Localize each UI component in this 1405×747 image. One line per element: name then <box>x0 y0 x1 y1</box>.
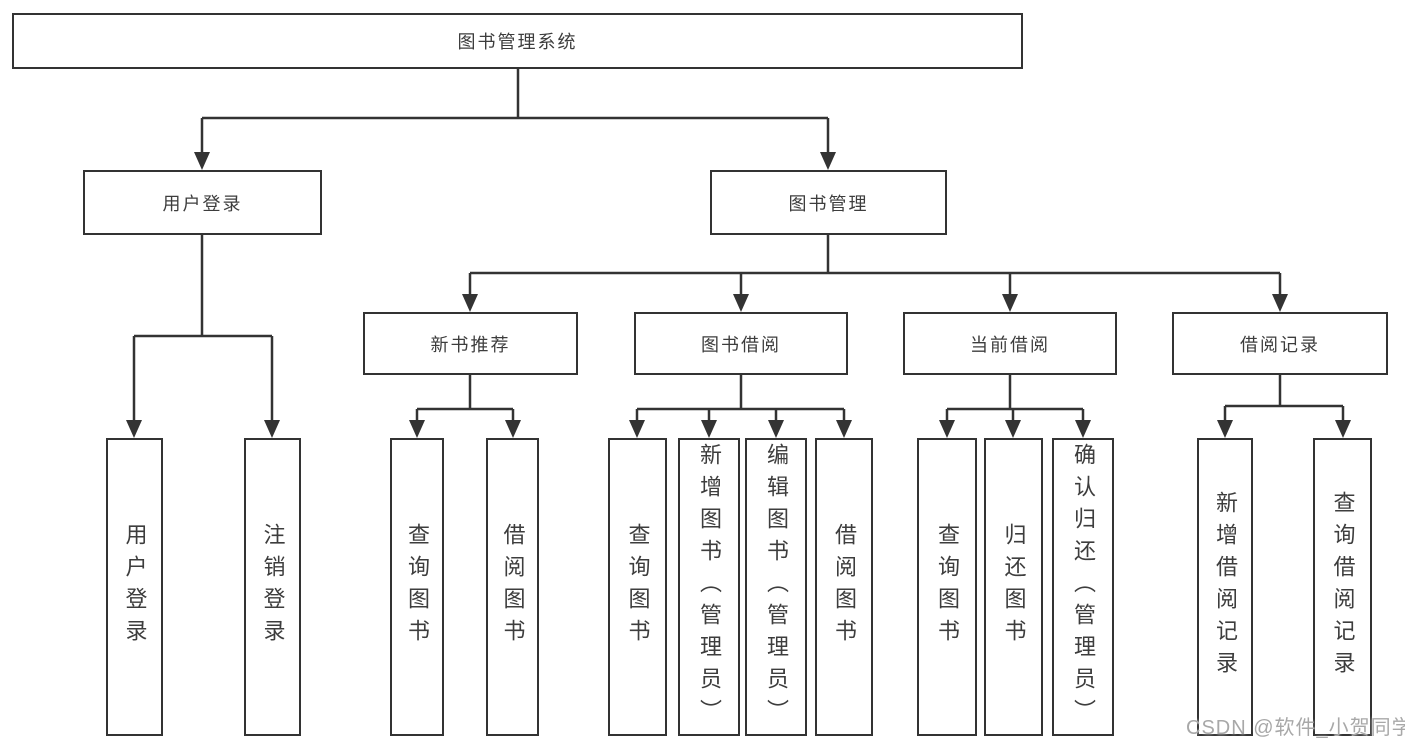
leaf-current-return-books: 归还图书 <box>984 438 1043 736</box>
watermark: CSDN @软件_小贺同学 <box>1186 717 1405 739</box>
node-user-login: 用户登录 <box>83 170 322 235</box>
leaf-borrow-edit-books-admin: 编辑图书（管理员） <box>745 438 807 736</box>
leaf-borrow-borrow-books: 借阅图书 <box>815 438 873 736</box>
node-book-management: 图书管理 <box>710 170 947 235</box>
leaf-user-login: 用户登录 <box>106 438 163 736</box>
node-current-borrow: 当前借阅 <box>903 312 1117 375</box>
node-borrow-records: 借阅记录 <box>1172 312 1388 375</box>
leaf-records-add-record: 新增借阅记录 <box>1197 438 1253 736</box>
leaf-current-query-books: 查询图书 <box>917 438 977 736</box>
leaf-logout: 注销登录 <box>244 438 301 736</box>
leaf-recommend-borrow-books: 借阅图书 <box>486 438 539 736</box>
node-new-book-recommend: 新书推荐 <box>363 312 578 375</box>
node-library-system: 图书管理系统 <box>12 13 1023 69</box>
leaf-borrow-query-books: 查询图书 <box>608 438 667 736</box>
leaf-current-confirm-return-admin: 确认归还（管理员） <box>1052 438 1114 736</box>
leaf-recommend-query-books: 查询图书 <box>390 438 444 736</box>
leaf-records-query-record: 查询借阅记录 <box>1313 438 1372 736</box>
leaf-borrow-add-books-admin: 新增图书（管理员） <box>678 438 740 736</box>
node-book-borrow: 图书借阅 <box>634 312 848 375</box>
